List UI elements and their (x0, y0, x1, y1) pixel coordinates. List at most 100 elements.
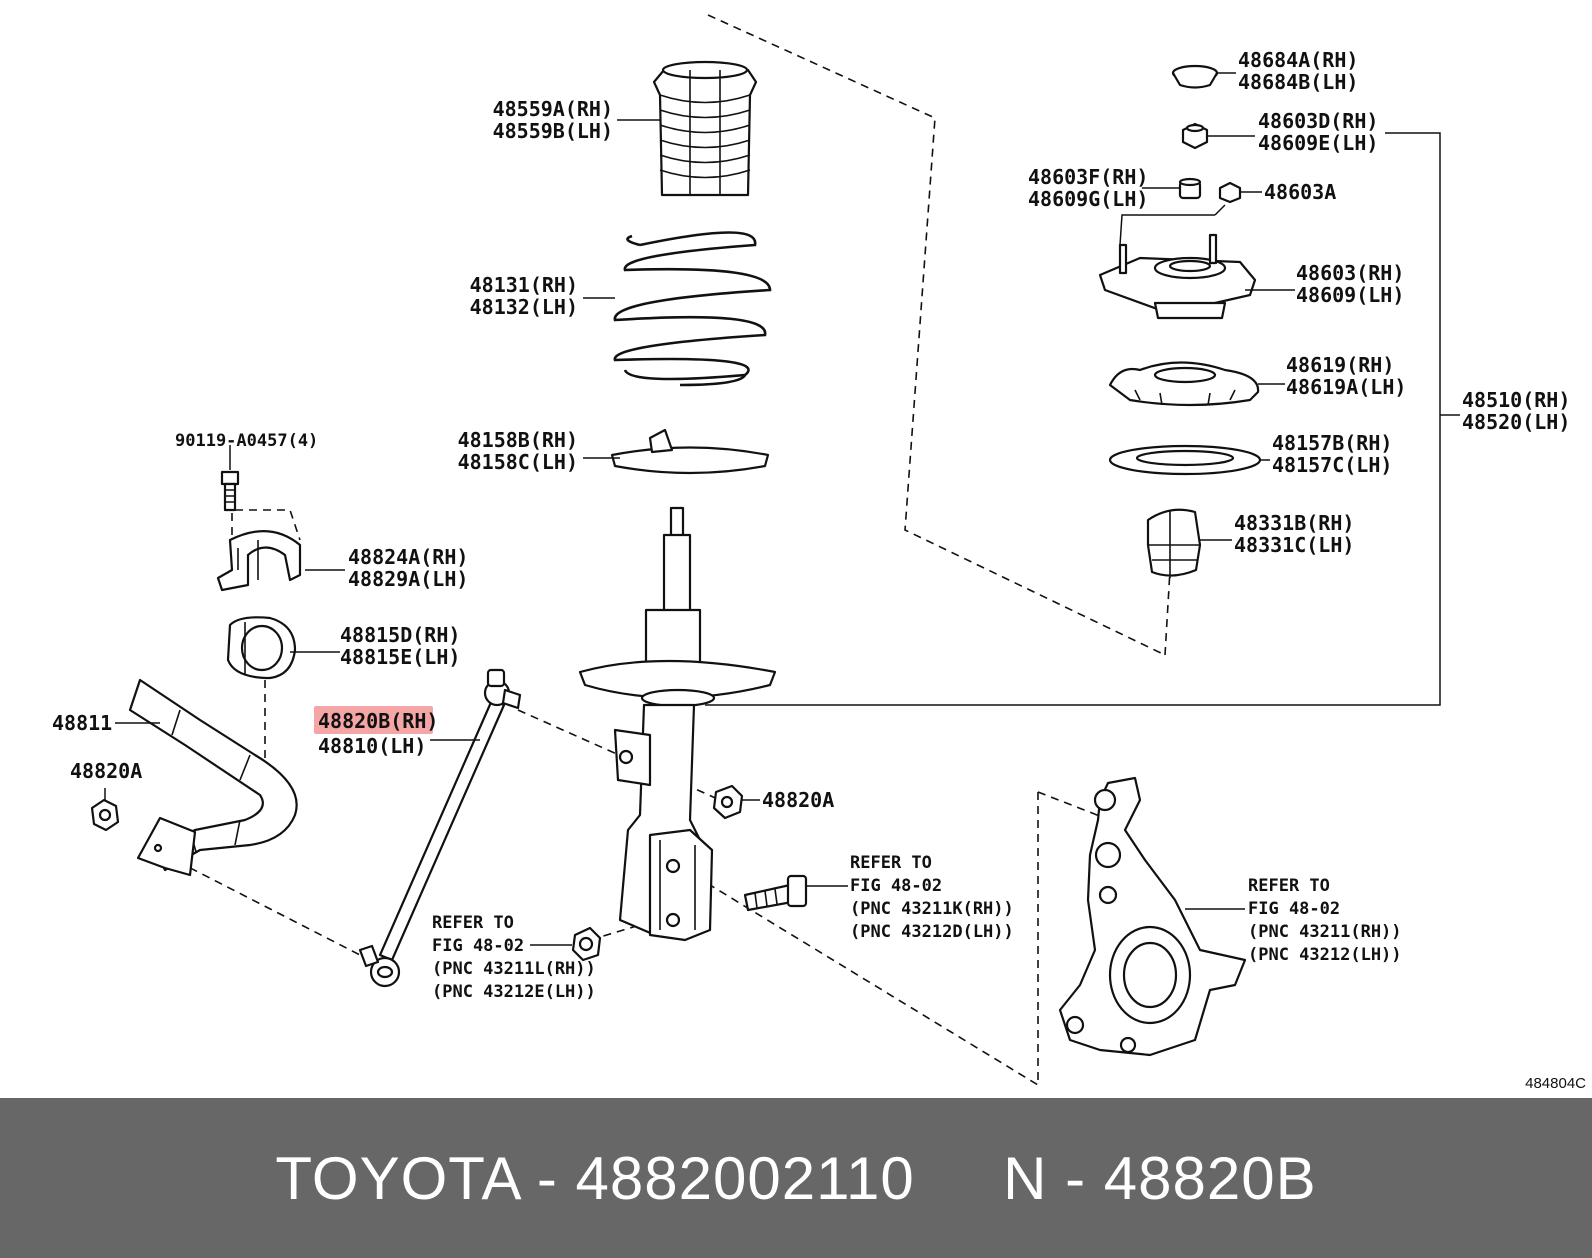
svg-text:48684A(RH): 48684A(RH) (1238, 48, 1358, 72)
collar-part (1178, 177, 1202, 200)
svg-text:48158B(RH): 48158B(RH) (458, 428, 578, 452)
bracket-bolt-part (220, 470, 240, 512)
stabilizer-bushing-part (226, 616, 297, 680)
label-48131: 48131(RH) 48132(LH) (470, 273, 578, 319)
bumper-dash (1164, 569, 1171, 656)
svg-text:48603F(RH): 48603F(RH) (1028, 165, 1148, 189)
part-highlight (314, 706, 433, 734)
svg-text:48820B(RH): 48820B(RH) (318, 709, 438, 733)
svg-text:(PNC 43212E(LH)): (PNC 43212E(LH)) (432, 982, 596, 1002)
svg-text:FIG 48-02: FIG 48-02 (1248, 899, 1340, 919)
lower-spring-insulator-part (610, 428, 770, 475)
svg-text:48684B(LH): 48684B(LH) (1238, 70, 1358, 94)
svg-text:REFER TO: REFER TO (850, 853, 932, 873)
label-48158: 48158B(RH) 48158C(LH) (458, 428, 578, 474)
dust-boot-part (652, 60, 758, 197)
label-refer-nut: REFER TO FIG 48-02 (PNC 43211L(RH)) (PNC… (432, 913, 596, 1002)
image-code: 484804C (1525, 1075, 1586, 1092)
svg-text:(PNC 43212(LH)): (PNC 43212(LH)) (1248, 945, 1402, 965)
parts-diagram: 48559A(RH) 48559B(LH) 48131(RH) 48132(LH… (52, 14, 1587, 1092)
svg-text:(PNC 43211K(RH)): (PNC 43211K(RH)) (850, 899, 1014, 919)
exploded-view-drawing: 48559A(RH) 48559B(LH) 48131(RH) 48132(LH… (52, 14, 1586, 1092)
svg-text:48603A: 48603A (1264, 180, 1336, 204)
svg-text:(PNC 43211(RH)): (PNC 43211(RH)) (1248, 922, 1402, 942)
label-48603d: 48603D(RH) 48609E(LH) (1258, 109, 1378, 155)
svg-text:48157C(LH): 48157C(LH) (1272, 453, 1392, 477)
svg-text:FIG 48-02: FIG 48-02 (432, 936, 524, 956)
label-48811: 48811 (52, 711, 112, 735)
link-nut-right-part (712, 784, 744, 820)
svg-text:48824A(RH): 48824A(RH) (348, 545, 468, 569)
stab-link-dash (164, 854, 361, 956)
svg-text:48559B(LH): 48559B(LH) (493, 119, 613, 143)
label-refer-bolt: REFER TO FIG 48-02 (PNC 43211K(RH)) (PNC… (850, 853, 1014, 942)
assembly-bracket-line (705, 132, 1441, 706)
label-48603a: 48603A (1264, 180, 1336, 204)
label-48603f: 48603F(RH) 48609G(LH) (1028, 165, 1148, 211)
svg-text:48331C(LH): 48331C(LH) (1234, 533, 1354, 557)
upper-insulator-part (1108, 444, 1262, 476)
strut-mount-part (1098, 233, 1257, 320)
mount-studs-line (1119, 214, 1215, 246)
label-48157: 48157B(RH) 48157C(LH) (1272, 431, 1392, 477)
label-48603: 48603(RH) 48609(LH) (1296, 261, 1404, 307)
label-48815: 48815D(RH) 48815E(LH) (340, 623, 460, 669)
label-90119: 90119-A0457(4) (175, 431, 318, 451)
label-48820a-left: 48820A (70, 759, 142, 783)
label-48820a-mid: 48820A (762, 788, 834, 812)
svg-text:48815D(RH): 48815D(RH) (340, 623, 460, 647)
upper-assembly-dash (707, 14, 1166, 656)
svg-text:48559A(RH): 48559A(RH) (493, 97, 613, 121)
stabilizer-link-part (358, 668, 522, 988)
label-48510: 48510(RH) 48520(LH) (1462, 388, 1570, 434)
svg-text:48619A(LH): 48619A(LH) (1286, 375, 1406, 399)
label-48824: 48824A(RH) 48829A(LH) (348, 545, 468, 591)
svg-text:48820A: 48820A (762, 788, 834, 812)
strut-bolt-part (743, 874, 808, 912)
footer-bar: TOYOTA - 4882002110 N - 48820B (0, 1098, 1592, 1258)
coil-spring-part (613, 231, 772, 387)
label-48331: 48331B(RH) 48331C(LH) (1234, 511, 1354, 557)
label-48820b: 48820B(RH) 48810(LH) (318, 709, 438, 758)
strut-nut-part (571, 926, 602, 962)
svg-text:48510(RH): 48510(RH) (1462, 388, 1570, 412)
svg-text:FIG 48-02: FIG 48-02 (850, 876, 942, 896)
svg-text:48815E(LH): 48815E(LH) (340, 645, 460, 669)
svg-text:48520(LH): 48520(LH) (1462, 410, 1570, 434)
nut-pointer (1214, 204, 1226, 216)
svg-text:48609(LH): 48609(LH) (1296, 283, 1404, 307)
svg-text:48158C(LH): 48158C(LH) (458, 450, 578, 474)
svg-text:48157B(RH): 48157B(RH) (1272, 431, 1392, 455)
svg-text:REFER TO: REFER TO (432, 913, 514, 933)
knuckle-dash (709, 792, 1039, 1087)
stabilizer-bracket-part (216, 530, 302, 592)
link-nut-left-part (90, 798, 120, 832)
svg-text:48811: 48811 (52, 711, 112, 735)
label-refer-knuckle: REFER TO FIG 48-02 (PNC 43211(RH)) (PNC … (1248, 876, 1402, 965)
part-number-caption: TOYOTA - 4882002110 N - 48820B (275, 1144, 1317, 1212)
label-48684: 48684A(RH) 48684B(LH) (1238, 48, 1358, 94)
bearing-part (1108, 361, 1260, 407)
svg-text:(PNC 43212D(LH)): (PNC 43212D(LH)) (850, 922, 1014, 942)
label-48619: 48619(RH) 48619A(LH) (1286, 353, 1406, 399)
flange-nut-part (1218, 181, 1242, 204)
stabilizer-bar-part (128, 678, 298, 877)
svg-text:48820A: 48820A (70, 759, 142, 783)
svg-text:(PNC 43211L(RH)): (PNC 43211L(RH)) (432, 959, 596, 979)
shock-absorber-part (578, 506, 777, 942)
svg-text:REFER TO: REFER TO (1248, 876, 1330, 896)
steering-knuckle-part (1058, 776, 1247, 1057)
cap-part (1171, 64, 1219, 89)
upper-nut-part (1181, 122, 1209, 150)
svg-text:48603(RH): 48603(RH) (1296, 261, 1404, 285)
svg-text:48131(RH): 48131(RH) (470, 273, 578, 297)
svg-text:48609G(LH): 48609G(LH) (1028, 187, 1148, 211)
svg-text:48619(RH): 48619(RH) (1286, 353, 1394, 377)
svg-text:90119-A0457(4): 90119-A0457(4) (175, 431, 318, 451)
svg-text:48829A(LH): 48829A(LH) (348, 567, 468, 591)
svg-text:48132(LH): 48132(LH) (470, 295, 578, 319)
leader-lines (104, 72, 1295, 946)
bump-stopper-part (1146, 508, 1202, 578)
svg-text:48603D(RH): 48603D(RH) (1258, 109, 1378, 133)
nut-dash (589, 924, 641, 941)
